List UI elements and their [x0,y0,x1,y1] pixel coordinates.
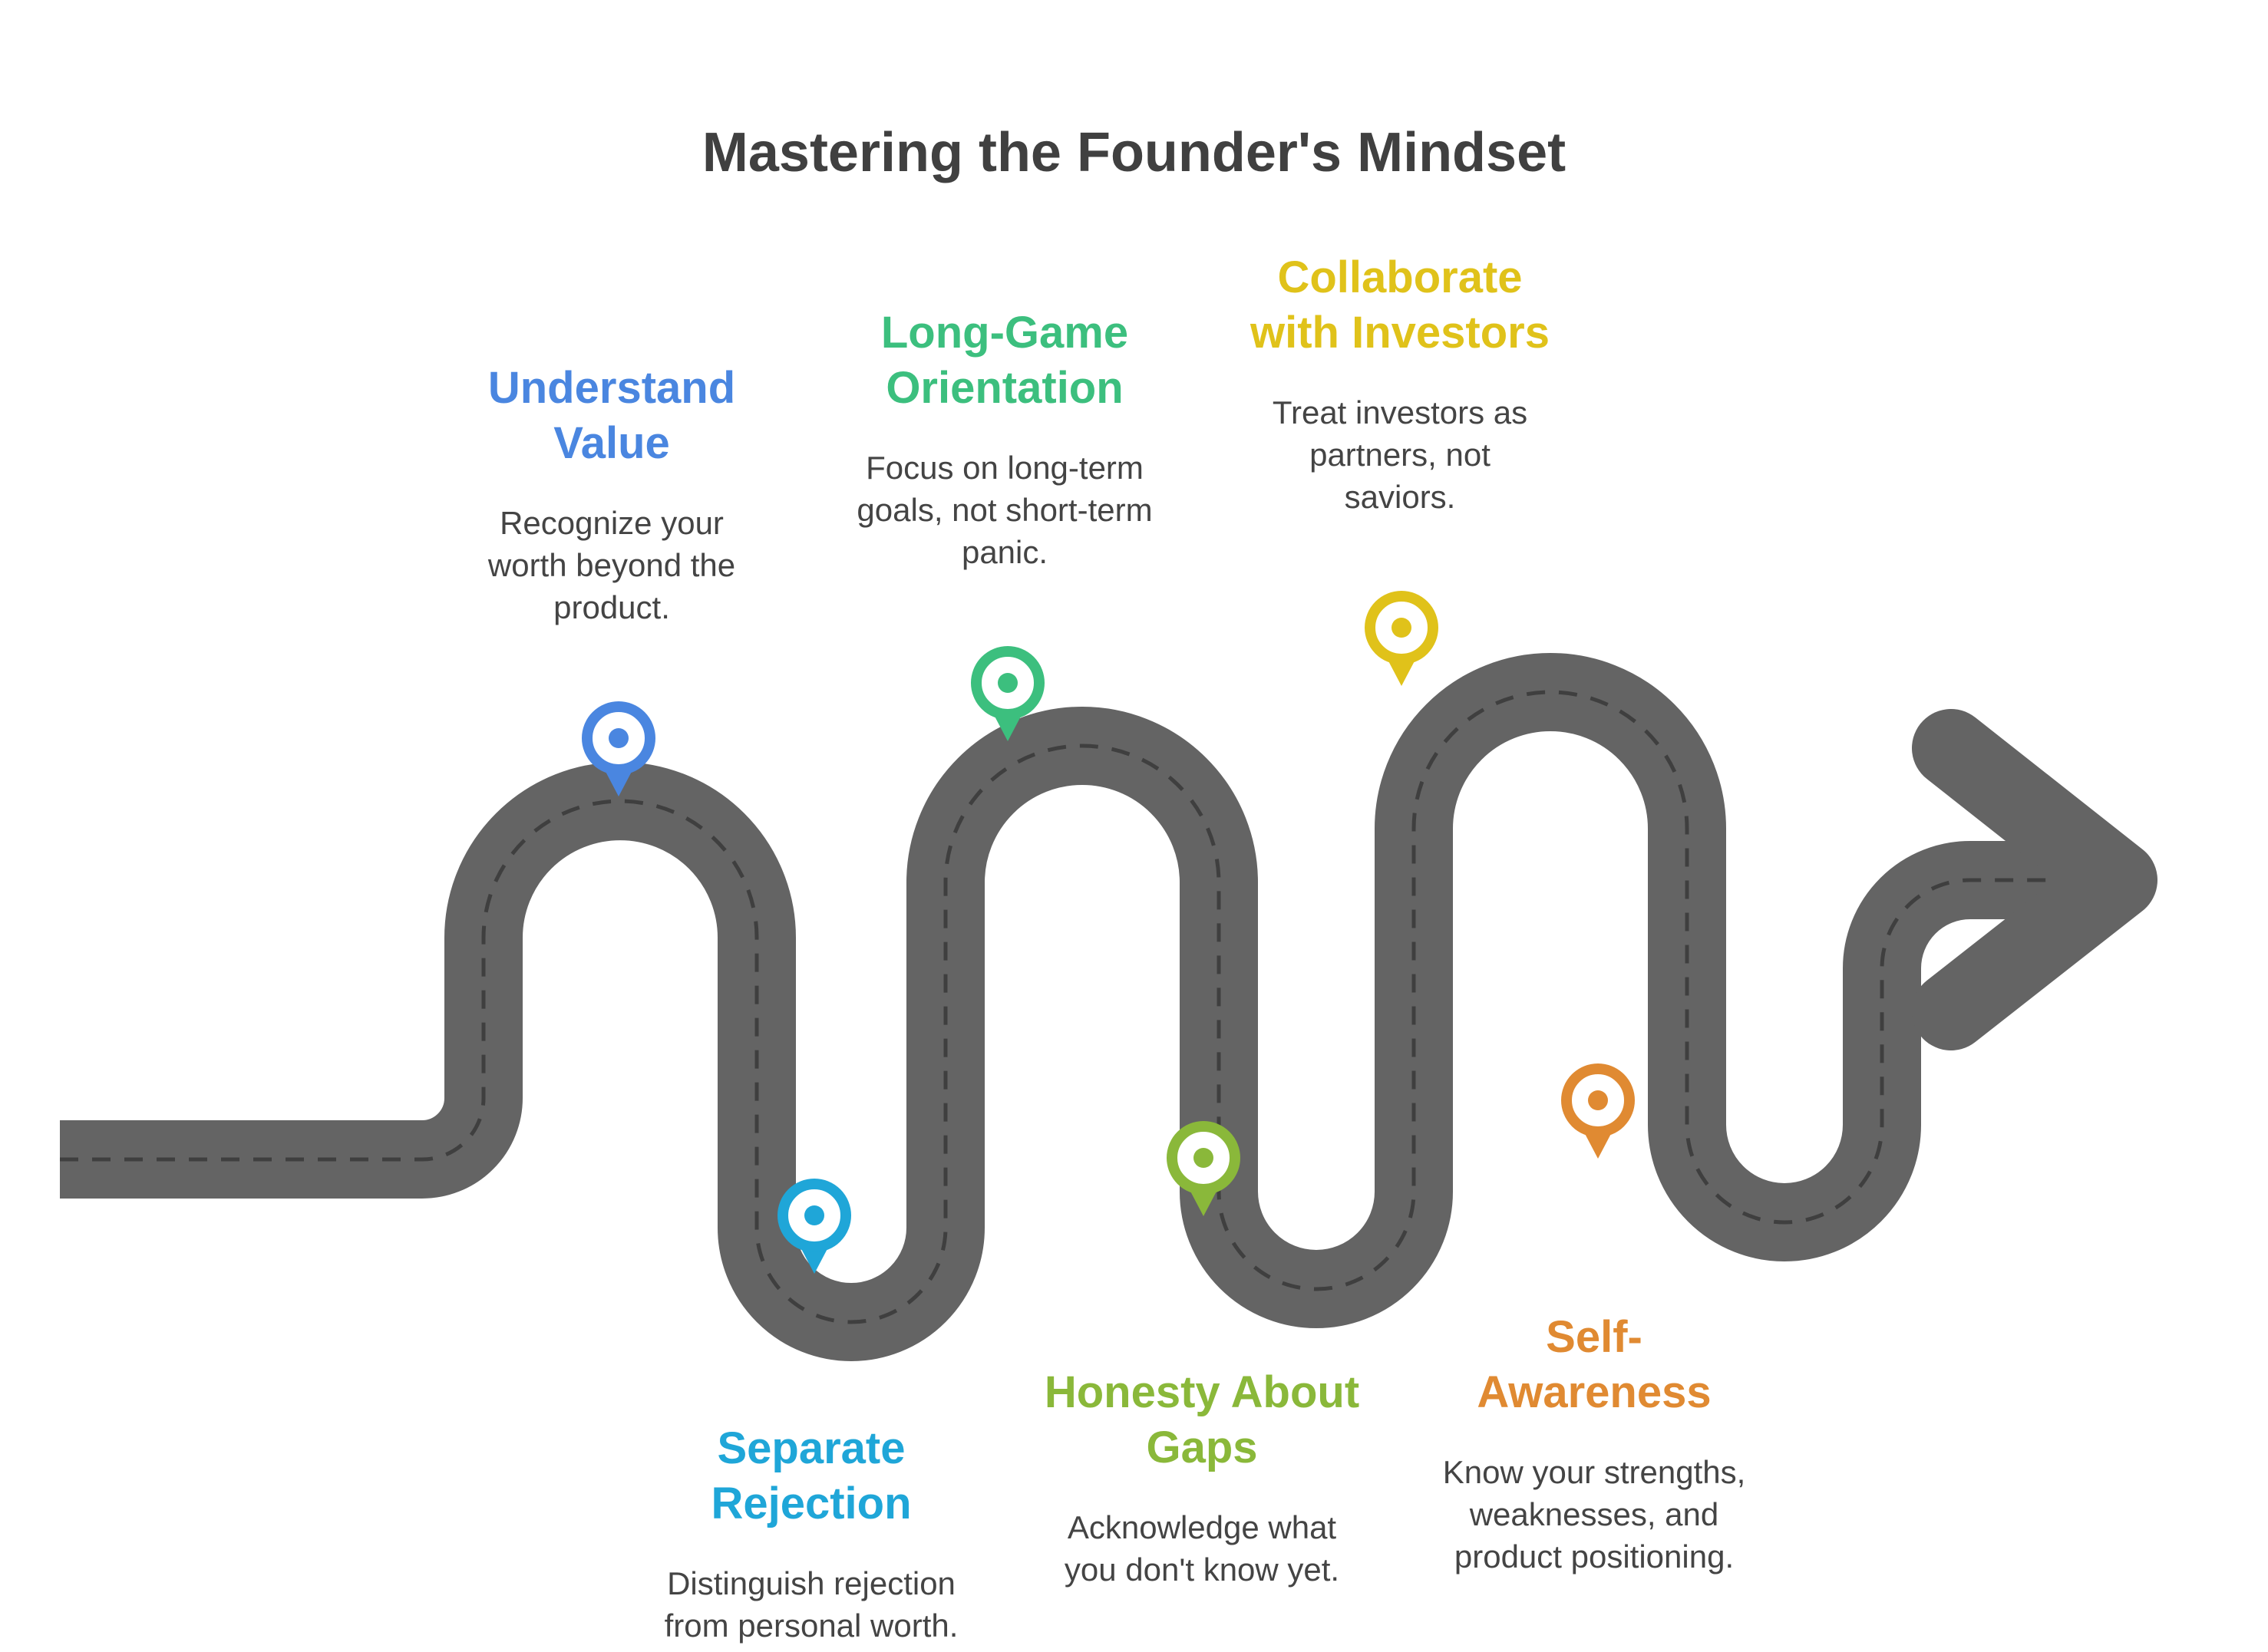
map-pin-icon [1365,591,1438,686]
step-separate-rejection: Separate Rejection Distinguish rejection… [665,1421,959,1647]
step-self-awareness: Self- Awareness Know your strengths, wea… [1443,1310,1746,1578]
winding-road [60,653,2157,1361]
map-pin-icon [1167,1121,1240,1216]
step-long-game-orientation: Long-Game Orientation Focus on long-term… [857,305,1152,573]
map-pin-icon [1561,1063,1635,1159]
step-description: Acknowledge what you don't know yet. [1064,1509,1340,1588]
step-heading: Long-Game Orientation [880,308,1129,413]
arrow-head [1912,709,2157,1050]
step-honesty-about-gaps: Honesty About Gaps Acknowledge what you … [1045,1365,1359,1591]
step-heading: Separate Rejection [711,1423,912,1528]
step-heading: Collaborate with Investors [1250,252,1550,358]
step-heading: Honesty About Gaps [1044,1367,1360,1472]
step-description: Recognize your worth beyond the product. [487,505,736,625]
location-markers [582,591,1635,1274]
step-heading: Self- Awareness [1477,1312,1712,1417]
map-pin-icon [777,1179,851,1274]
page-title: Mastering the Founder's Mindset [702,122,1566,183]
step-description: Focus on long-term goals, not short-term… [857,450,1153,570]
step-description: Treat investors as partners, not saviors… [1272,394,1528,515]
step-description: Distinguish rejection from personal wort… [664,1565,959,1644]
road-body [60,653,2118,1361]
step-collaborate-with-investors: Collaborate with Investors Treat investo… [1250,250,1550,518]
map-pin-icon [971,646,1045,741]
step-understand-value: Understand Value Recognize your worth be… [488,361,735,628]
step-description: Know your strengths, weaknesses, and pro… [1442,1454,1746,1575]
road-centre-line [60,690,2118,1324]
map-pin-icon [582,701,655,796]
step-heading: Understand Value [487,363,736,468]
